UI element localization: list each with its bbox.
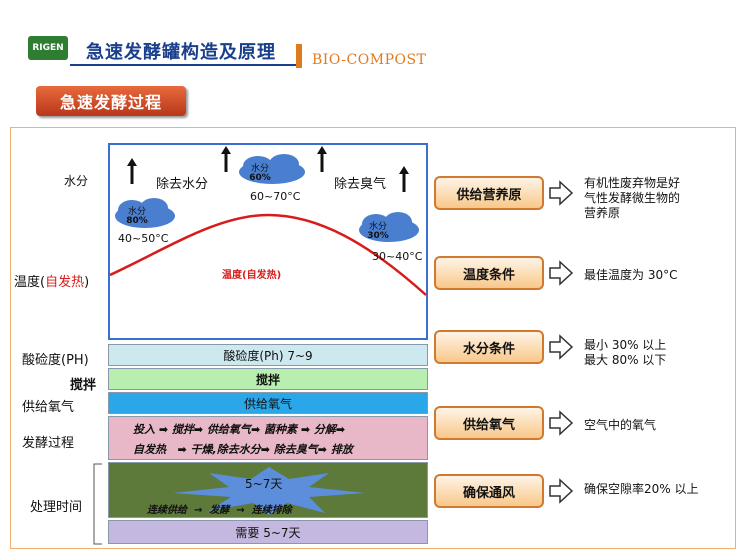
cloud-moisture-label: 水分	[368, 222, 387, 232]
cloud-moisture-value: 30%	[367, 231, 389, 241]
cloud-temp-label: 40~50°C	[118, 232, 169, 245]
process-step: 自发热	[133, 443, 166, 456]
time-band: 5~7天 连续供给 → 发酵 → 连续排除	[108, 462, 428, 518]
condition-button-ventilation[interactable]: 确保通风	[434, 474, 544, 508]
stir-band: 搅拌	[108, 368, 428, 390]
process-step: 供给氧气	[206, 423, 251, 436]
title-underline	[70, 64, 296, 66]
condition-button-oxygen[interactable]: 供给氧气	[434, 406, 544, 440]
remove-water-label: 除去水分	[156, 177, 209, 192]
section-tab[interactable]: 急速发酵过程	[36, 86, 186, 116]
label-time: 处理时间	[30, 500, 83, 515]
cloud-temp-label: 30~40°C	[372, 250, 423, 263]
burst-icon	[173, 467, 365, 515]
process-step: 排放	[330, 443, 353, 456]
condition-button-nutrient[interactable]: 供给营养原	[434, 176, 544, 210]
process-step: 投入	[133, 423, 155, 436]
page-title: 急速发酵罐构造及原理	[86, 42, 276, 63]
title-accent-bar	[296, 44, 302, 68]
need-band: 需要 5~7天	[108, 520, 428, 544]
condition-button-moisture[interactable]: 水分条件	[434, 330, 544, 364]
up-arrow-icon	[221, 146, 231, 172]
condition-button-temperature[interactable]: 温度条件	[434, 256, 544, 290]
label-process: 发酵过程	[22, 436, 75, 451]
up-arrow-icon	[317, 146, 327, 172]
rigen-logo: RIGEN	[28, 36, 68, 60]
cloud-icon	[359, 212, 419, 242]
process-step: 分解	[313, 423, 336, 436]
temp-curve-label: 温度(自发热)	[222, 270, 282, 281]
time-bracket	[93, 463, 102, 545]
process-step: 除去臭气	[273, 443, 318, 456]
right-arrow-icon	[549, 478, 574, 504]
up-arrow-icon	[127, 158, 137, 184]
cloud-moisture-value: 60%	[249, 173, 271, 183]
cloud-moisture-label: 水分	[250, 164, 269, 174]
condition-desc-moisture: 最小 30% 以上最大 80% 以下	[584, 338, 667, 367]
condition-desc-temperature: 最佳温度为 30°C	[584, 268, 678, 282]
oxygen-band: 供给氧气	[108, 392, 428, 414]
condition-desc-ventilation: 确保空隙率20% 以上	[584, 482, 699, 496]
process-step: 搅拌	[171, 423, 194, 436]
process-step: 菌种素	[263, 423, 297, 436]
cloud-moisture-label: 水分	[127, 207, 146, 217]
label-moisture: 水分	[64, 174, 89, 188]
remove-odor-label: 除去臭气	[334, 177, 387, 192]
continuous-step: 连续排除	[251, 505, 292, 516]
cloud-icon	[239, 154, 305, 184]
process-band: 投入 ➡ 搅拌➡ 供给氧气➡ 菌种素 ➡ 分解➡ 自发热 ➡ 干燥,除去水分➡ …	[108, 416, 428, 460]
label-temperature: 温度(自发热)	[14, 275, 90, 290]
continuous-step: 连续供给	[147, 505, 187, 516]
cloud-moisture-value: 80%	[126, 216, 148, 226]
cloud-icon	[115, 198, 175, 228]
ph-band: 酸硷度(Ph) 7~9	[108, 344, 428, 366]
content-frame	[10, 127, 736, 549]
label-ph: 酸硷度(PH)	[22, 353, 89, 368]
cloud-temp-label: 60~70°C	[250, 190, 301, 203]
days-burst-label: 5~7天	[245, 477, 283, 491]
label-stir: 搅拌	[70, 378, 97, 393]
process-step: 干燥,除去水分	[190, 443, 261, 456]
condition-desc-nutrient: 有机性废弃物是好气性发酵微生物的营养原	[584, 176, 681, 220]
temperature-curve	[109, 213, 427, 296]
right-arrow-icon	[549, 180, 574, 206]
right-arrow-icon	[549, 260, 574, 286]
condition-desc-oxygen: 空气中的氧气	[584, 418, 657, 432]
brand-subtitle: BIO-COMPOST	[312, 52, 427, 68]
right-arrow-icon	[549, 410, 574, 436]
right-arrow-icon	[549, 334, 574, 360]
continuous-step: 发酵	[209, 505, 230, 516]
label-oxygen: 供给氧气	[22, 400, 75, 415]
up-arrow-icon	[399, 166, 409, 192]
